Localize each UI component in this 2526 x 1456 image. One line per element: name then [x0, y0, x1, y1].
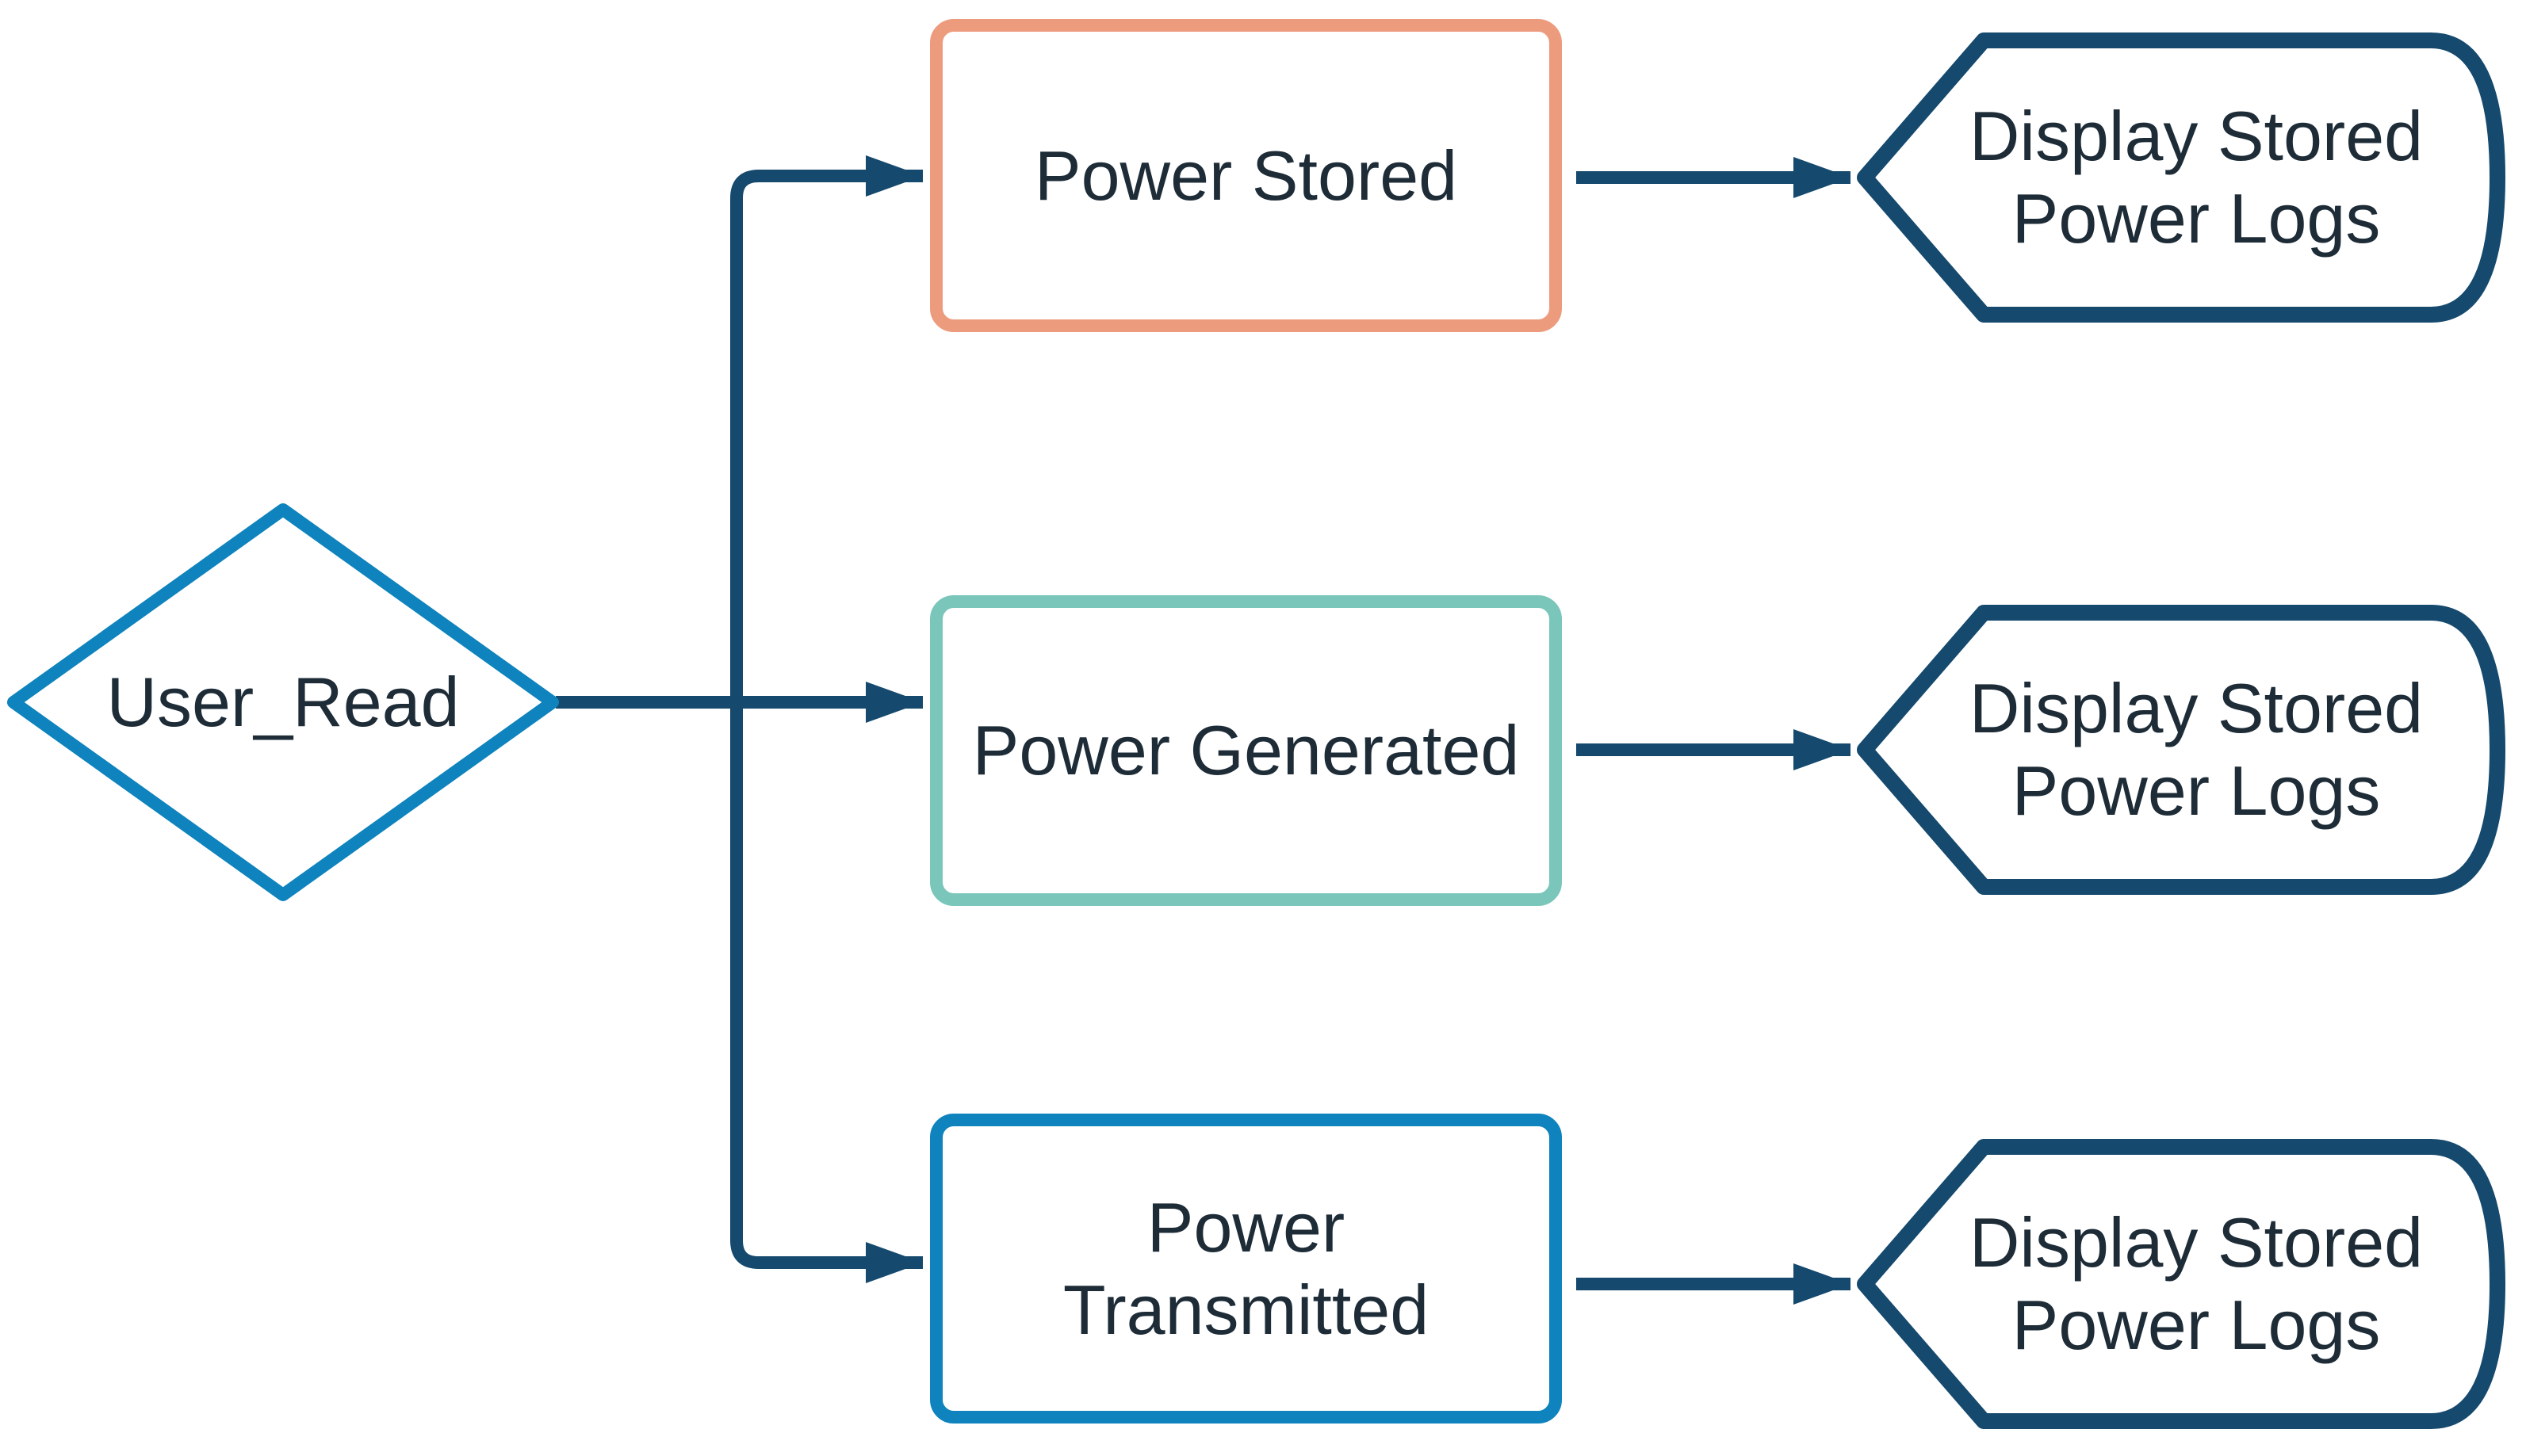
node-power-transmitted-label: Power Transmitted [1062, 1187, 1429, 1349]
node-power-stored-label: Power Stored [1034, 136, 1458, 215]
edge-decision-to-stored [730, 155, 923, 702]
decision-diamond-shape [7, 503, 559, 901]
edge-decision-to-transmitted [730, 702, 923, 1283]
display-shape-bottom [1857, 1139, 2505, 1429]
node-power-stored: Power Stored [930, 19, 1562, 332]
node-power-generated-label: Power Generated [972, 711, 1520, 790]
node-power-transmitted: Power Transmitted [930, 1114, 1562, 1424]
display-shape-middle [1857, 605, 2505, 895]
node-power-generated: Power Generated [930, 595, 1562, 906]
display-shape-top [1857, 32, 2505, 323]
